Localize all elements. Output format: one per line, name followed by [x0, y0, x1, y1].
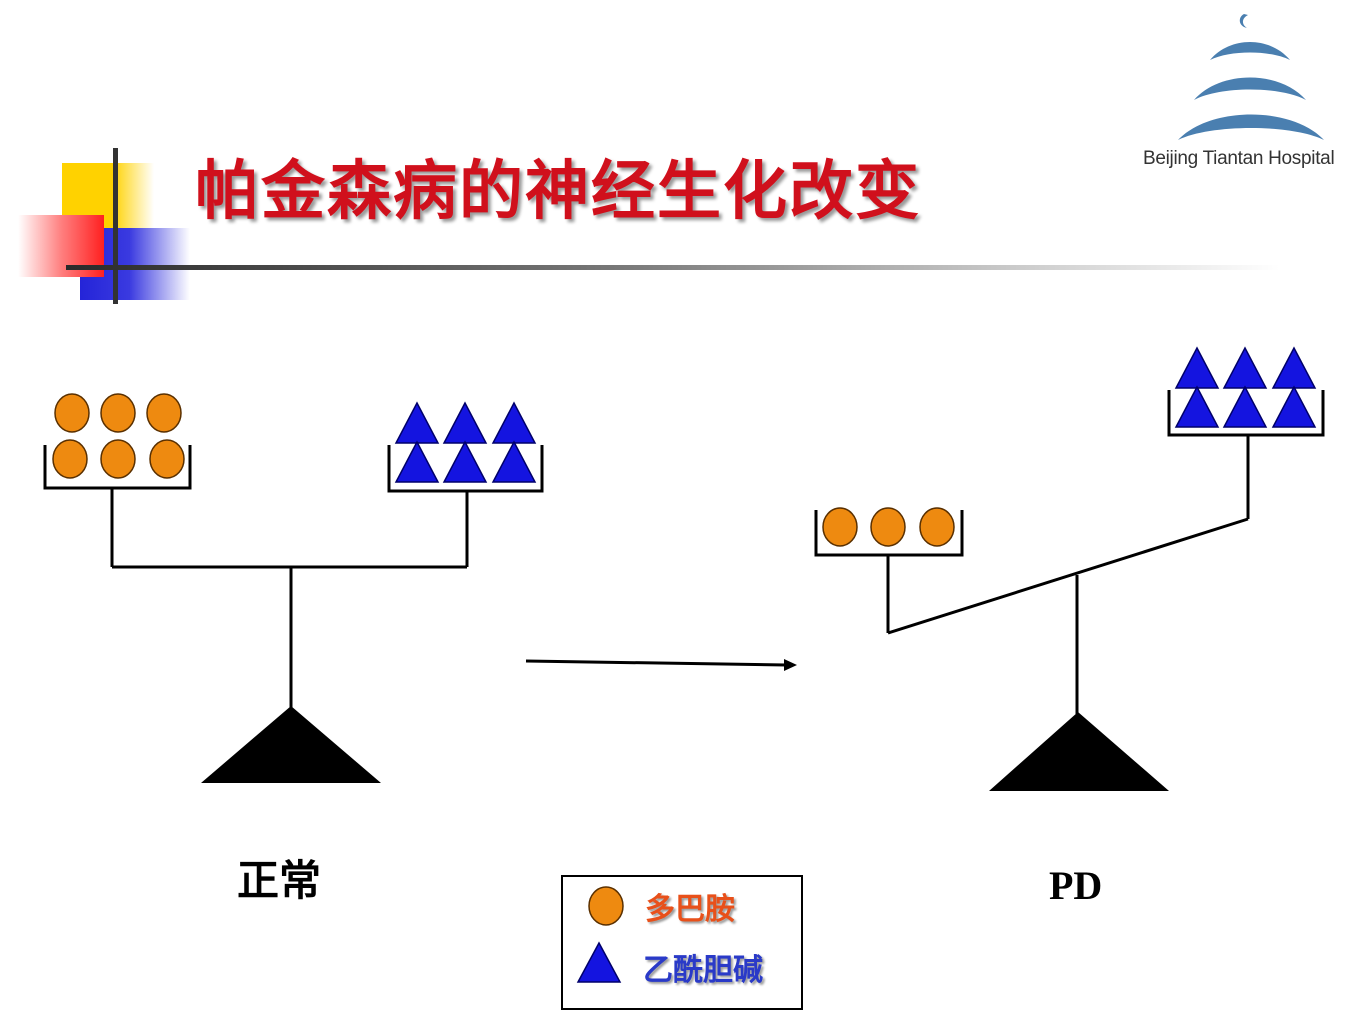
- deco-vertical-line: [113, 148, 118, 304]
- pd-label: PD: [1049, 863, 1103, 908]
- title-underline: [66, 265, 1280, 270]
- acetylcholine-unit: [491, 401, 537, 444]
- dopamine-unit: [870, 507, 906, 547]
- pd-balance: [814, 346, 1325, 791]
- transition-arrow: [525, 659, 797, 671]
- dopamine-unit: [146, 393, 182, 433]
- pd-right-pan: [1167, 390, 1325, 437]
- slide-title: 帕金森病的神经生化改变: [195, 155, 921, 229]
- acetylcholine-unit: [442, 401, 488, 444]
- dopamine-unit: [149, 439, 185, 479]
- dopamine-unit: [822, 507, 858, 547]
- acetylcholine-unit: [442, 440, 488, 483]
- legend: [561, 875, 803, 1010]
- hospital-name: Beijing Tiantan Hospital: [1143, 148, 1335, 169]
- acetylcholine-unit: [1222, 385, 1268, 428]
- pd-beam: [887, 517, 1249, 635]
- normal-fulcrum: [201, 706, 381, 783]
- acetylcholine-unit: [1222, 346, 1268, 389]
- dopamine-unit: [100, 393, 136, 433]
- normal-left-pan: [43, 445, 192, 490]
- dopamine-unit: [52, 439, 88, 479]
- pd-fulcrum: [989, 712, 1169, 791]
- legend-dopamine-label: 多巴胺: [645, 892, 735, 927]
- acetylcholine-unit: [394, 440, 440, 483]
- dopamine-unit: [100, 439, 136, 479]
- normal-label: 正常: [237, 859, 322, 905]
- legend-acetylcholine-label: 乙酰胆碱: [643, 953, 763, 988]
- normal-balance: [43, 393, 544, 783]
- acetylcholine-unit: [1174, 385, 1220, 428]
- dopamine-unit: [919, 507, 955, 547]
- acetylcholine-unit: [394, 401, 440, 444]
- dopamine-unit: [54, 393, 90, 433]
- acetylcholine-unit: [1271, 346, 1317, 389]
- acetylcholine-unit: [1271, 385, 1317, 428]
- acetylcholine-unit: [1174, 346, 1220, 389]
- acetylcholine-unit: [491, 440, 537, 483]
